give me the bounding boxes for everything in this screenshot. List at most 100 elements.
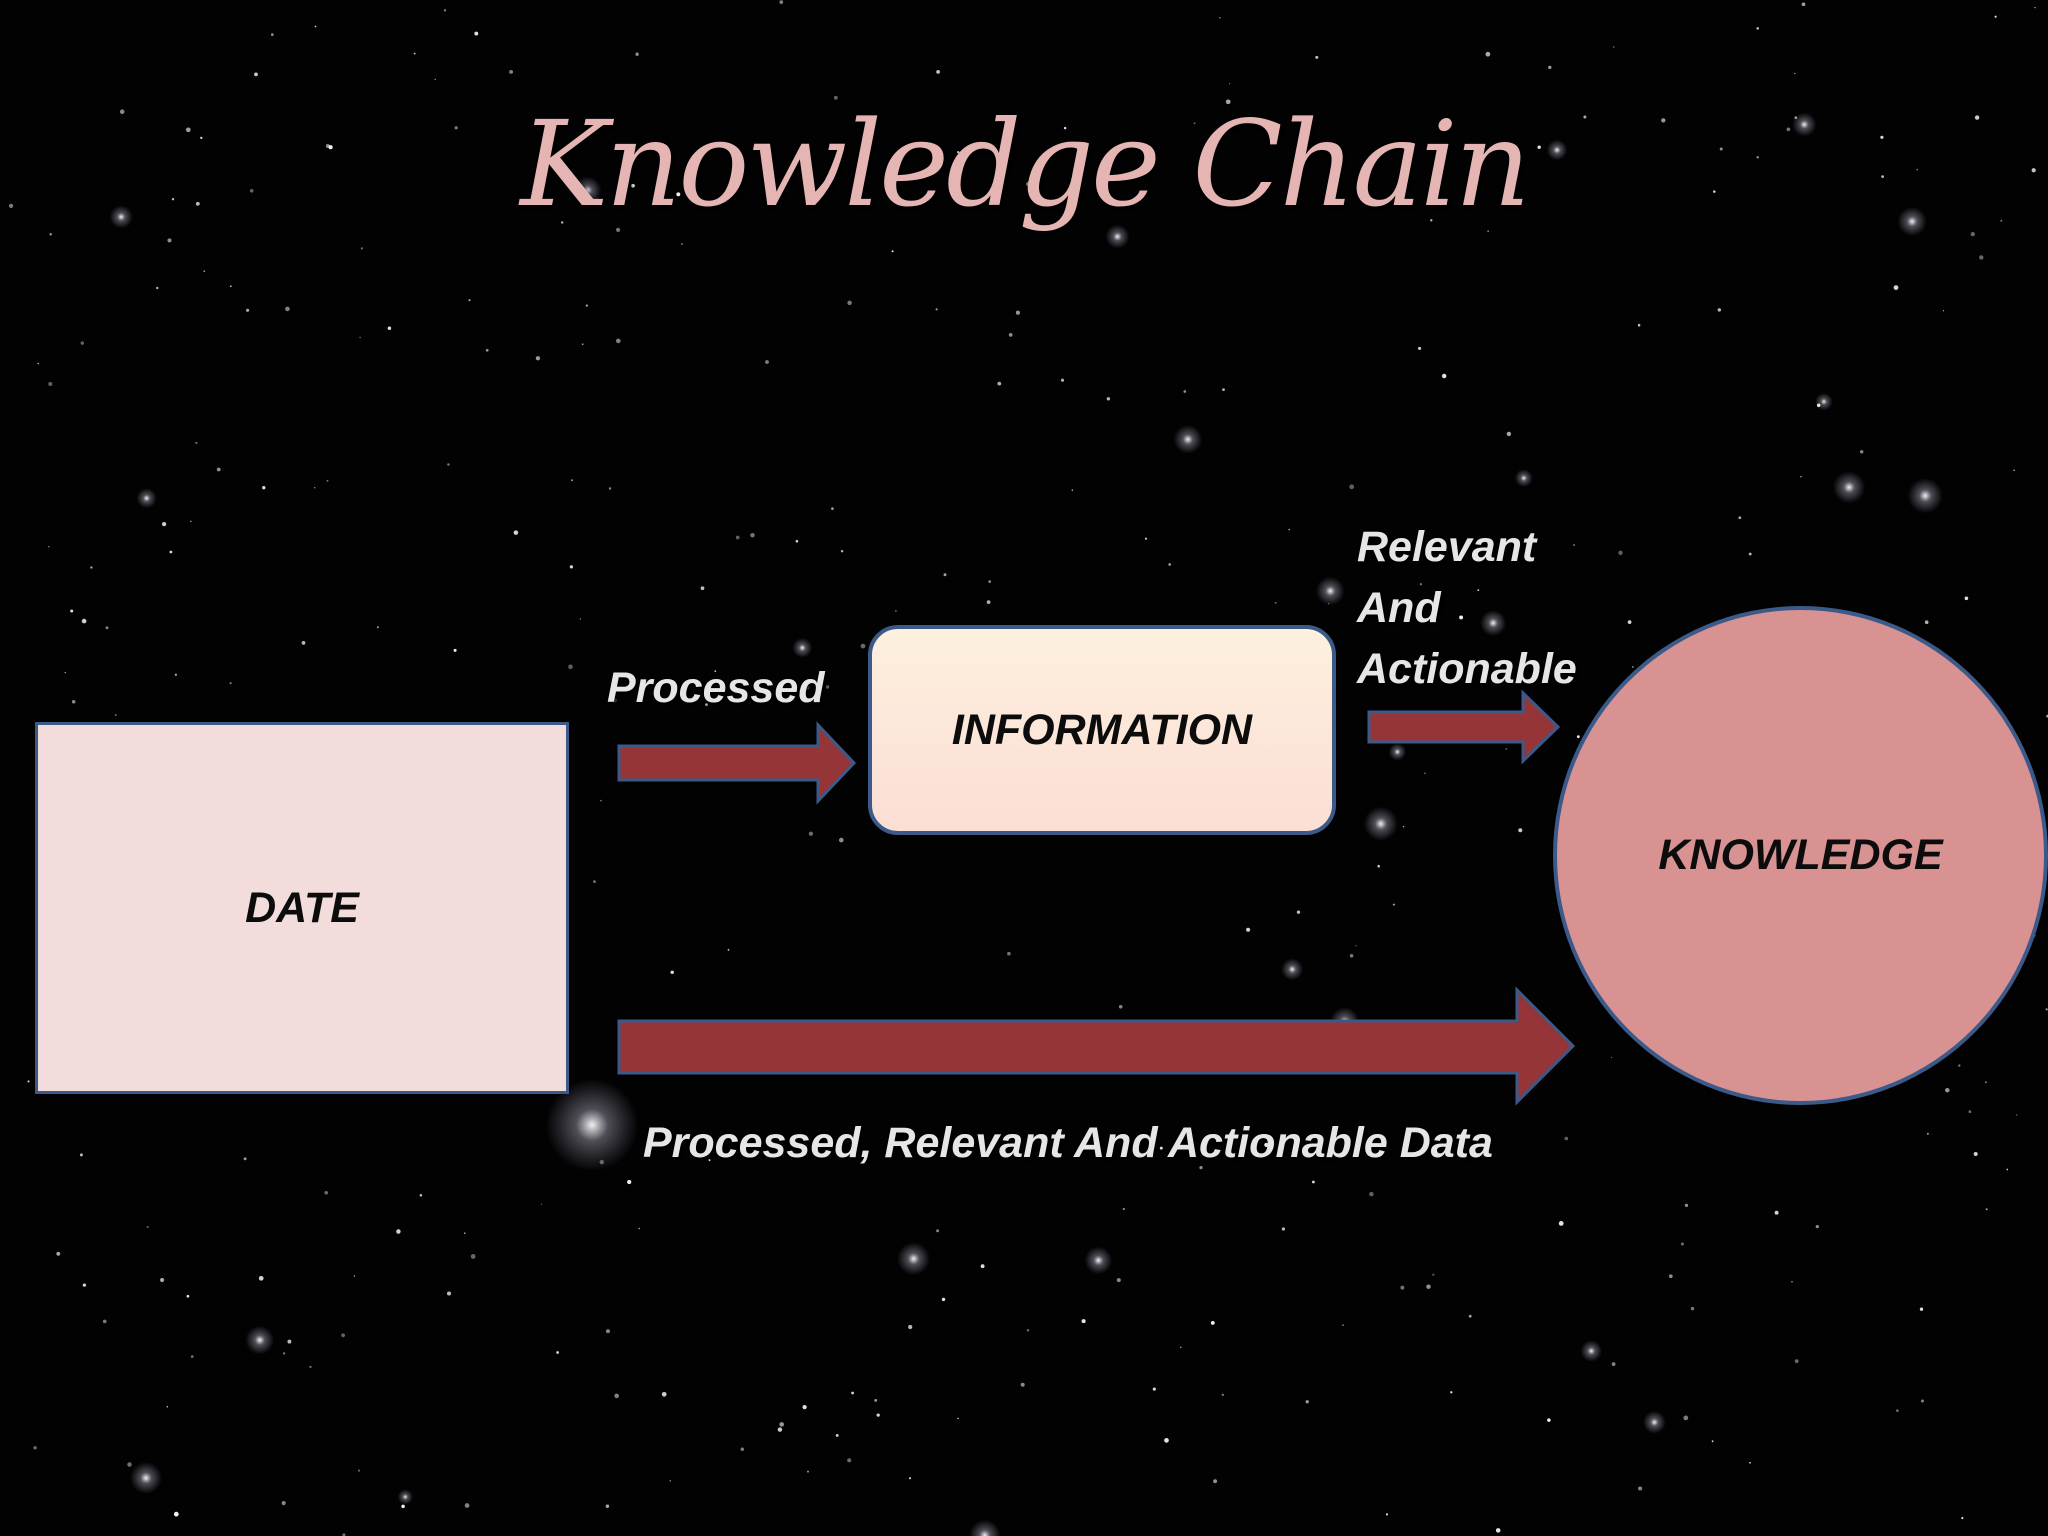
star <box>635 52 639 56</box>
star <box>1801 2 1806 7</box>
star <box>1618 550 1623 555</box>
star <box>860 643 866 649</box>
star <box>838 837 844 843</box>
star <box>935 308 938 311</box>
star <box>851 1391 854 1395</box>
star <box>454 126 458 130</box>
star <box>1246 927 1251 932</box>
bright-star <box>573 176 602 205</box>
star <box>891 250 894 253</box>
star <box>1800 475 1802 478</box>
star <box>1116 1278 1121 1283</box>
star <box>569 565 574 569</box>
star <box>115 714 117 716</box>
star <box>876 1413 880 1417</box>
star <box>833 95 838 100</box>
star <box>579 618 582 620</box>
star <box>560 221 564 224</box>
page-title: Knowledge Chain <box>520 95 1531 233</box>
star <box>1025 181 1031 187</box>
star <box>585 304 588 307</box>
star <box>243 1157 247 1161</box>
star <box>1060 378 1065 382</box>
star <box>195 441 198 444</box>
star <box>485 348 489 352</box>
star <box>1419 583 1423 586</box>
star <box>419 1194 423 1197</box>
star <box>1610 1056 1613 1059</box>
star <box>1518 828 1523 833</box>
star <box>957 1417 959 1420</box>
star <box>413 52 416 55</box>
star <box>1612 46 1615 48</box>
star <box>167 238 172 243</box>
star <box>997 381 1002 386</box>
star <box>1893 285 1899 290</box>
star <box>1738 516 1742 520</box>
star <box>1450 1391 1453 1394</box>
star <box>1441 373 1447 379</box>
bright-star <box>130 1462 162 1494</box>
star <box>1459 615 1464 620</box>
star <box>27 1080 30 1083</box>
star <box>1572 544 1576 547</box>
star <box>1385 1513 1389 1516</box>
arrow-data-to-knowledge <box>617 986 1576 1106</box>
star <box>874 1399 878 1402</box>
bright-star <box>1643 1411 1666 1434</box>
star <box>203 270 206 273</box>
star <box>1611 1362 1616 1366</box>
star <box>173 1511 179 1517</box>
star <box>216 467 221 472</box>
star <box>957 151 960 154</box>
star <box>708 1159 711 1162</box>
bright-star <box>1907 478 1943 514</box>
star <box>847 1458 852 1463</box>
star <box>1719 147 1723 151</box>
edge-label-relevant-actionable: Relevant And Actionable <box>1357 517 1577 700</box>
star <box>1288 528 1290 531</box>
star <box>986 600 991 604</box>
star <box>831 507 834 510</box>
bright-star <box>1105 224 1130 249</box>
star <box>1392 903 1395 906</box>
bright-star <box>1580 1340 1603 1362</box>
star <box>229 285 232 288</box>
star <box>1547 1418 1551 1422</box>
star <box>614 1393 620 1399</box>
star <box>638 1227 640 1230</box>
star <box>160 1277 165 1283</box>
star <box>1748 552 1752 556</box>
star <box>1225 99 1231 105</box>
star <box>1305 1400 1309 1404</box>
star <box>1015 310 1020 315</box>
star <box>570 479 573 482</box>
star <box>612 697 617 703</box>
star <box>676 192 681 197</box>
star <box>988 580 992 583</box>
star <box>1786 127 1791 132</box>
star <box>1942 310 1945 312</box>
bright-star <box>1514 469 1533 487</box>
star <box>1168 563 1172 566</box>
star <box>470 1254 476 1259</box>
star <box>779 1422 785 1427</box>
bright-star <box>1388 743 1407 761</box>
star <box>359 336 361 339</box>
star <box>1342 1324 1344 1326</box>
edge-label-line-3: Actionable <box>1357 645 1577 693</box>
star <box>376 626 379 629</box>
information-label: INFORMATION <box>951 705 1253 754</box>
star <box>669 1480 671 1482</box>
star <box>1926 1132 1929 1135</box>
star <box>608 487 612 490</box>
star <box>1152 1387 1156 1391</box>
star <box>254 72 258 77</box>
edge-label-processed: Processed <box>607 664 825 712</box>
star <box>2013 469 2015 471</box>
star <box>401 1504 405 1509</box>
star <box>1984 1081 1987 1084</box>
bright-star <box>245 1325 275 1355</box>
star <box>1921 1399 1924 1403</box>
star <box>1994 15 1997 18</box>
